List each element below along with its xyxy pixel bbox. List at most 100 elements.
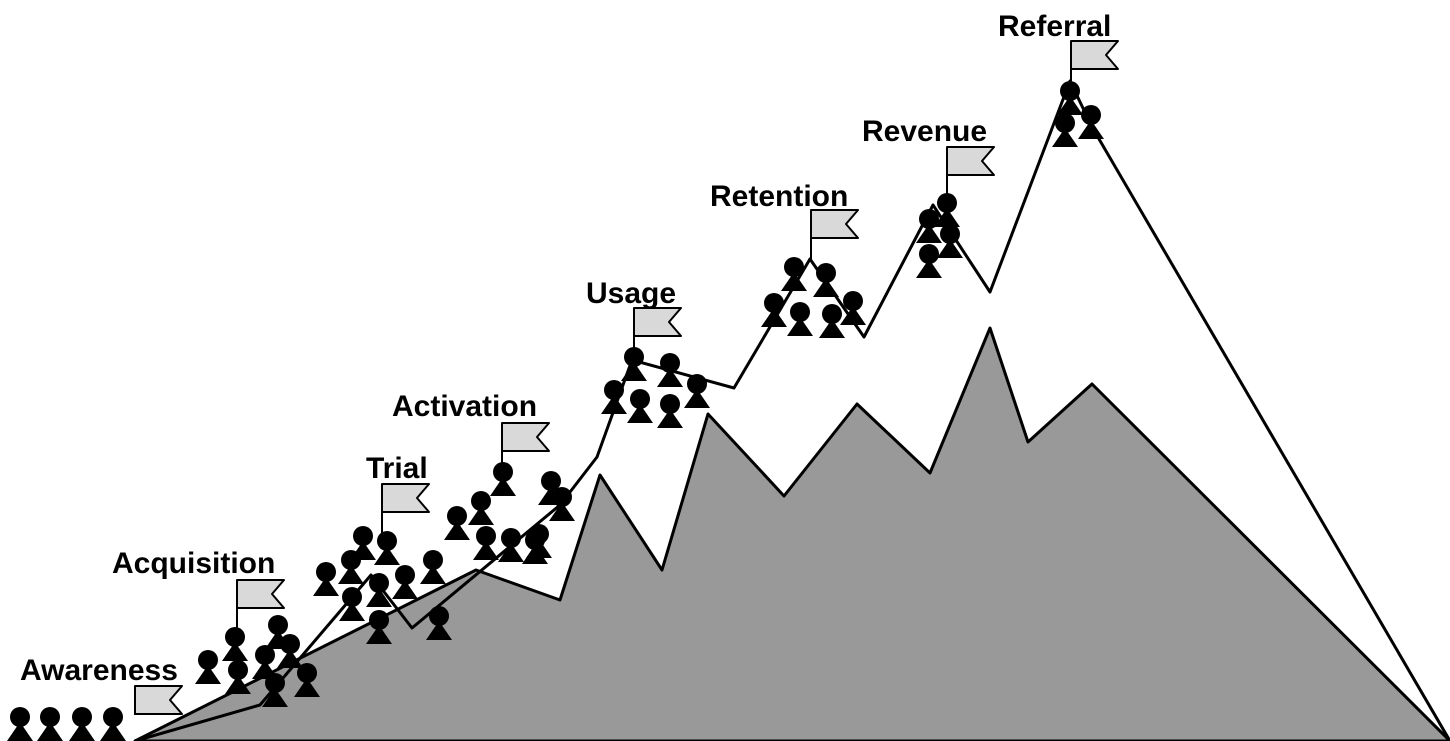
flag-icon: [501, 422, 550, 468]
mountain-background: [133, 326, 1450, 741]
person-body: [657, 409, 683, 428]
person-icon: [7, 707, 33, 741]
person-head: [377, 531, 397, 551]
stage-label-trial: Trial: [366, 452, 428, 485]
person-body: [225, 675, 251, 694]
person-head: [822, 304, 842, 324]
person-head: [501, 528, 521, 548]
person-head: [1060, 81, 1080, 101]
person-icon: [627, 389, 653, 423]
flag-cloth: [633, 307, 682, 337]
person-icon: [444, 506, 470, 540]
person-head: [843, 291, 863, 311]
person-icon: [657, 394, 683, 428]
person-body: [549, 502, 575, 521]
person-icon: [787, 302, 813, 336]
person-icon: [313, 562, 339, 596]
person-icon: [1052, 113, 1078, 147]
person-icon: [366, 610, 392, 644]
person-head: [225, 627, 245, 647]
stage-flags: [134, 40, 1119, 715]
person-body: [490, 477, 516, 496]
person-body: [819, 319, 845, 338]
person-body: [338, 565, 364, 584]
person-icon: [761, 293, 787, 327]
person-head: [784, 257, 804, 277]
person-head: [447, 506, 467, 526]
stage-label-revenue: Revenue: [862, 115, 987, 148]
person-head: [429, 606, 449, 626]
person-head: [660, 353, 680, 373]
person-body: [468, 506, 494, 525]
person-icon: [549, 487, 575, 521]
person-body: [37, 722, 63, 741]
person-icon: [916, 209, 942, 243]
person-icon: [294, 663, 320, 697]
person-icon: [840, 291, 866, 325]
person-head: [816, 263, 836, 283]
person-body: [444, 521, 470, 540]
person-head: [1055, 113, 1075, 133]
person-head: [103, 707, 123, 727]
person-icon: [339, 587, 365, 621]
person-body: [420, 565, 446, 584]
person-icon: [366, 573, 392, 607]
person-body: [294, 678, 320, 697]
person-icon: [222, 627, 248, 661]
person-body: [426, 621, 452, 640]
flag-cloth: [134, 685, 183, 715]
person-icon: [1057, 81, 1083, 115]
person-head: [423, 550, 443, 570]
person-icon: [420, 550, 446, 584]
person-icon: [37, 707, 63, 741]
person-body: [366, 588, 392, 607]
person-body: [627, 404, 653, 423]
person-body: [262, 688, 288, 707]
person-icon: [781, 257, 807, 291]
person-head: [198, 650, 218, 670]
person-head: [228, 660, 248, 680]
person-head: [624, 347, 644, 367]
person-icon: [277, 634, 303, 668]
flag-cloth: [810, 209, 859, 239]
flag-cloth: [381, 483, 430, 513]
person-body: [657, 368, 683, 387]
person-body: [498, 543, 524, 562]
person-icon: [473, 526, 499, 560]
person-icon: [621, 347, 647, 381]
person-head: [541, 471, 561, 491]
person-body: [339, 602, 365, 621]
person-body: [350, 541, 376, 560]
stage-label-usage: Usage: [586, 277, 676, 310]
person-head: [255, 645, 275, 665]
person-body: [813, 278, 839, 297]
person-head: [395, 565, 415, 585]
person-head: [280, 634, 300, 654]
person-body: [684, 389, 710, 408]
person-icon: [601, 380, 627, 414]
person-head: [342, 587, 362, 607]
person-icon: [225, 660, 251, 694]
flag-icon: [633, 307, 682, 350]
person-icon: [657, 353, 683, 387]
person-icon: [1078, 105, 1104, 139]
flag-icon: [810, 209, 859, 262]
climbing-path: [134, 79, 1450, 741]
person-body: [916, 259, 942, 278]
person-head: [297, 663, 317, 683]
person-body: [621, 362, 647, 381]
person-body: [761, 308, 787, 327]
person-icon: [468, 491, 494, 525]
person-head: [369, 573, 389, 593]
flag-cloth: [946, 146, 995, 176]
person-head: [660, 394, 680, 414]
person-head: [529, 524, 549, 544]
person-icon: [813, 263, 839, 297]
person-body: [840, 306, 866, 325]
person-icon: [350, 526, 376, 560]
person-head: [476, 526, 496, 546]
flag-icon: [946, 146, 995, 195]
flag-icon: [1070, 40, 1119, 81]
person-head: [493, 462, 513, 482]
